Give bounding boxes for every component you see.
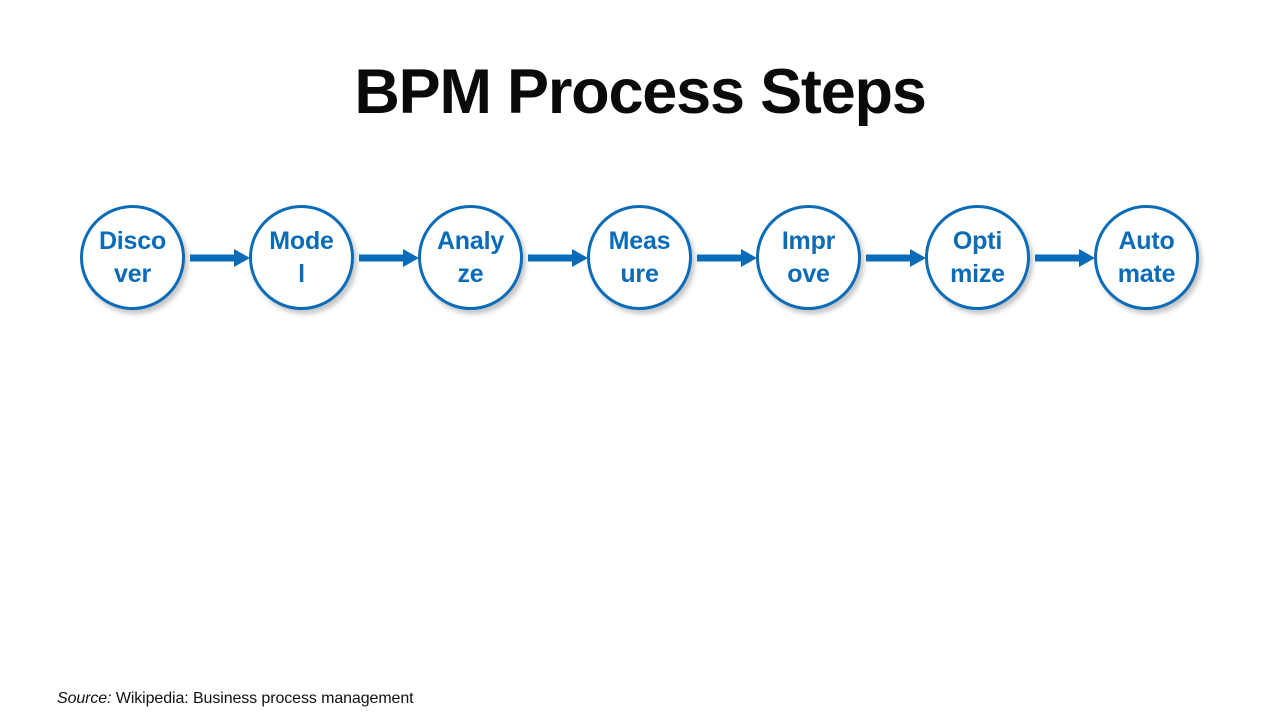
source-note: Source: Wikipedia: Business process mana… [57, 690, 414, 708]
process-step-1[interactable]: Discover [80, 205, 185, 310]
page-title: BPM Process Steps [354, 57, 927, 127]
process-step-3[interactable]: Analyze [418, 205, 523, 310]
process-step-label: Measure [608, 226, 671, 288]
source-value: Wikipedia: Business process management [115, 690, 414, 707]
arrow-right-icon-3 [528, 247, 588, 269]
process-step-label: Model [269, 226, 334, 288]
process-step-7[interactable]: Automate [1094, 205, 1199, 310]
process-step-6[interactable]: Optimize [925, 205, 1030, 310]
arrow-right-icon-2 [359, 247, 419, 269]
process-step-2[interactable]: Model [249, 205, 354, 310]
process-step-label: Automate [1117, 226, 1176, 288]
arrow-right-icon-5 [866, 247, 926, 269]
arrow-right-icon-6 [1035, 247, 1095, 269]
process-step-label: Discover [98, 226, 167, 288]
source-label: Source: [57, 690, 112, 707]
arrow-right-icon-1 [190, 247, 250, 269]
process-step-label: Analyze [436, 226, 505, 288]
process-step-label: Improve [781, 226, 836, 288]
arrow-right-icon-4 [697, 247, 757, 269]
process-step-label: Optimize [950, 226, 1005, 288]
process-step-5[interactable]: Improve [756, 205, 861, 310]
process-step-4[interactable]: Measure [587, 205, 692, 310]
